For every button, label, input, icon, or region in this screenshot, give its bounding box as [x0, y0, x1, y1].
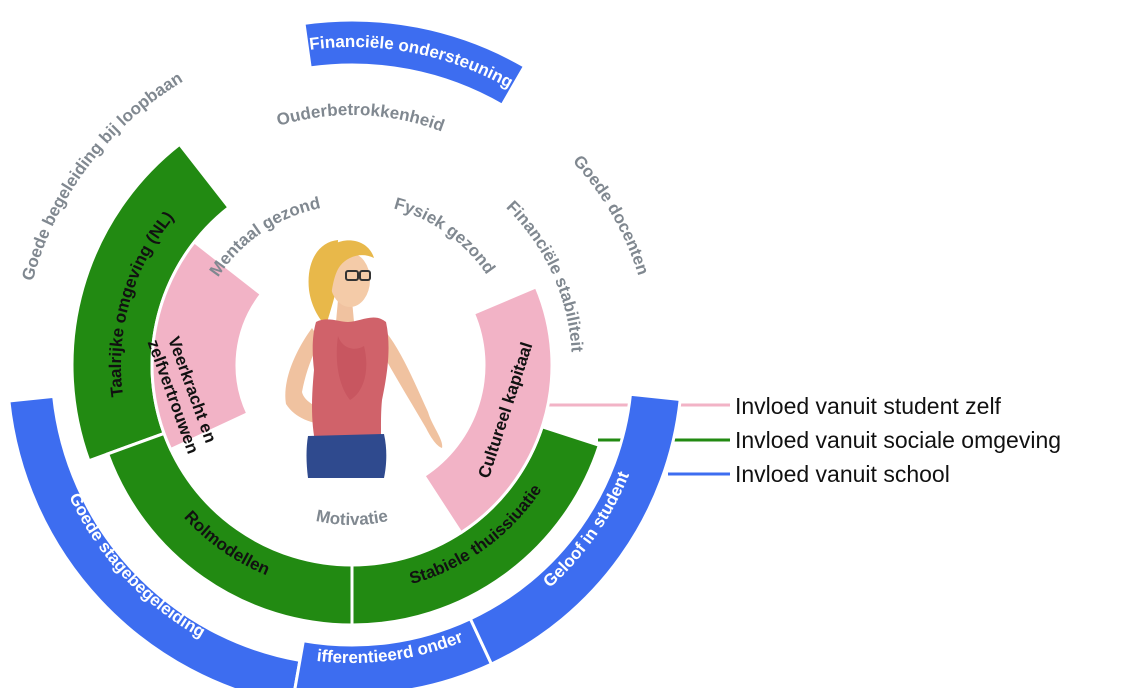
legend-label-student: Invloed vanuit student zelf [735, 393, 1001, 419]
ring-segments [7, 18, 682, 688]
segment-geloof-in-student [468, 392, 682, 667]
label-goede-docenten: Goede docenten [569, 151, 652, 277]
segment-cultureel-kapitaal [421, 284, 554, 535]
legend-label-social: Invloed vanuit sociale omgeving [735, 427, 1062, 453]
student-figure-icon [285, 240, 443, 478]
legend-label-school: Invloed vanuit school [735, 461, 950, 487]
label-fysiek-gezond: Fysiek gezond [392, 194, 499, 277]
segment-rolmodellen [105, 431, 354, 627]
label-ouderbetrokkenheid: Ouderbetrokkenheid [275, 100, 448, 135]
segment-gedifferentieerd-onderwijs [293, 616, 494, 688]
segment-veerkracht-zelfvertrouwen [150, 239, 264, 452]
segment-financiele-ondersteuning [302, 18, 527, 108]
label-motivatie: Motivatie [315, 506, 390, 529]
segment-goede-stagebegeleiding [7, 394, 302, 688]
